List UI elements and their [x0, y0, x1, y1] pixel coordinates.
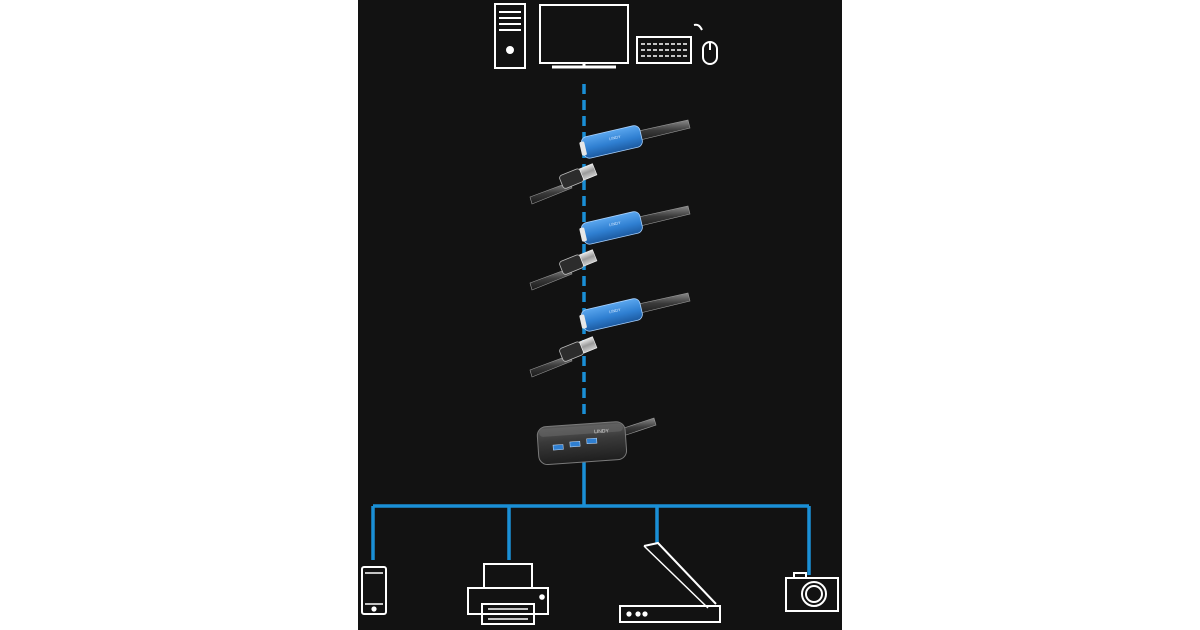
- diagram-panel: LINDY: [358, 0, 842, 630]
- camera-icon: [785, 572, 839, 612]
- usb-hub-icon: LINDY: [536, 417, 657, 466]
- mouse-icon: [693, 23, 718, 65]
- flatbed-scanner-icon: [619, 541, 721, 623]
- hub-brand-label: LINDY: [594, 428, 610, 435]
- smartphone-icon: [361, 566, 387, 615]
- tower-pc-icon: [494, 3, 526, 69]
- printer-icon: [467, 563, 549, 625]
- keyboard-icon: [636, 36, 692, 64]
- monitor-icon: [539, 4, 629, 69]
